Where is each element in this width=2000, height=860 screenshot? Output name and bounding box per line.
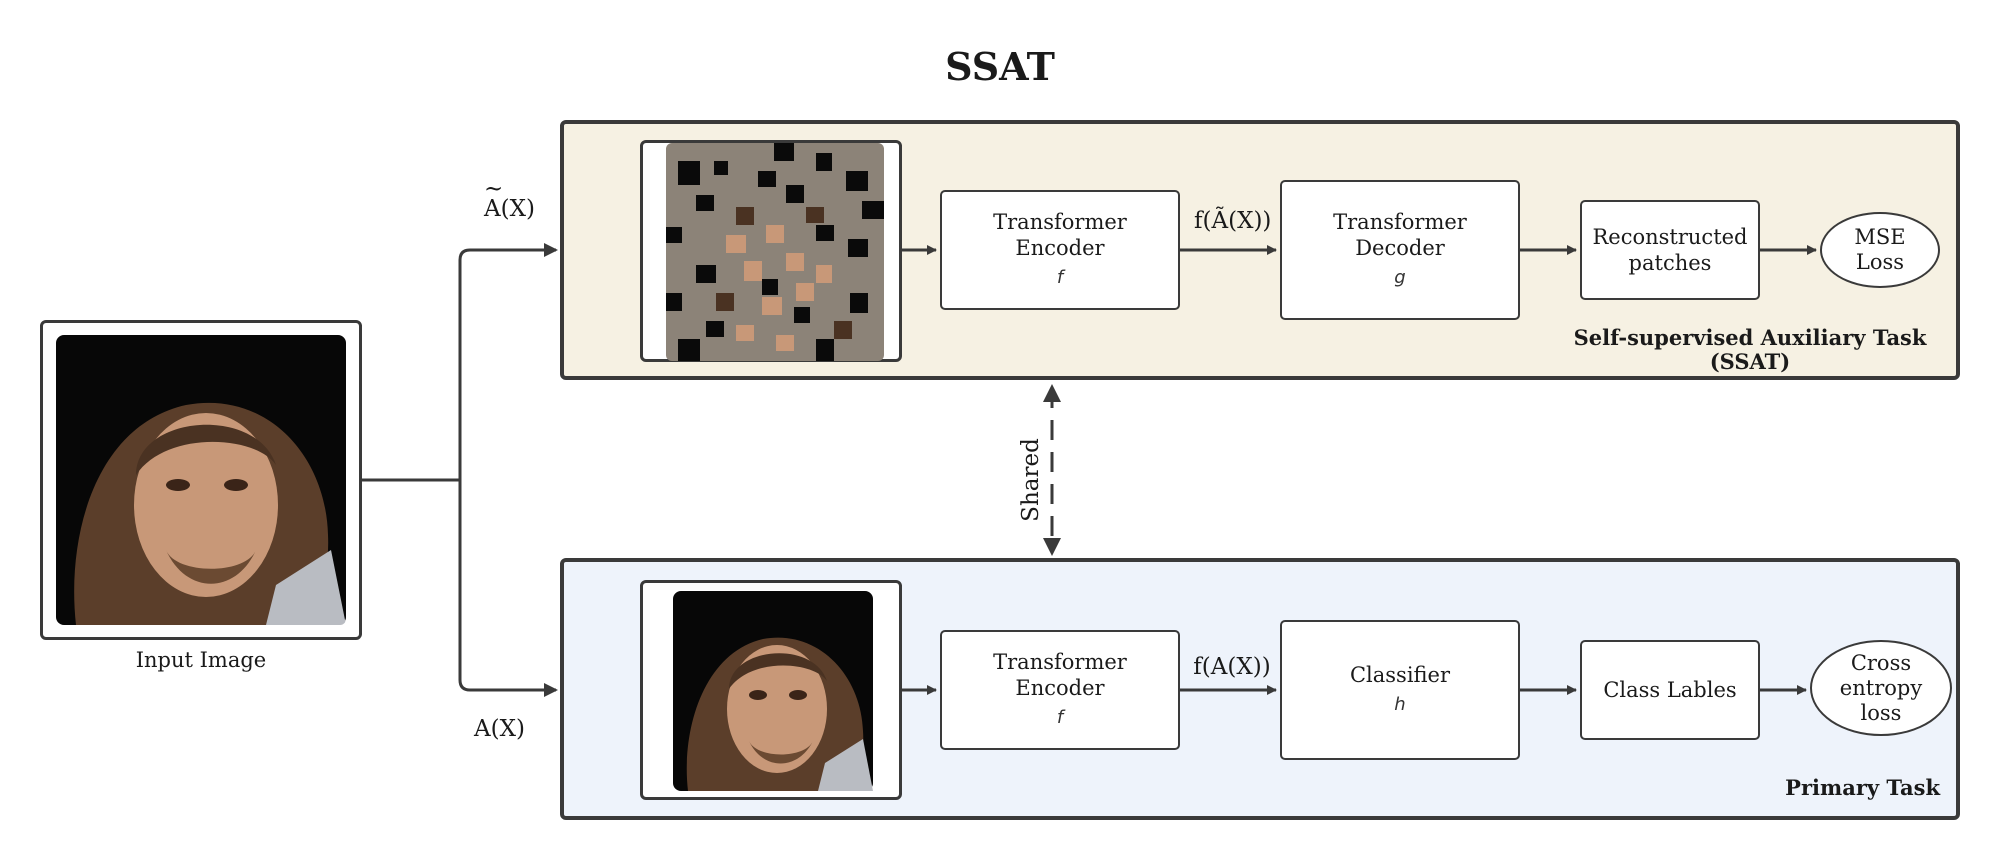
cross-entropy-loss-ellipse: Cross entropy loss	[1810, 640, 1952, 736]
augmented-image-frame	[640, 580, 902, 800]
mse-loss-label: MSE Loss	[1854, 225, 1906, 274]
clean-branch-label: A(X)	[474, 716, 525, 742]
masked-patches-image	[666, 143, 884, 361]
masked-image-frame	[640, 140, 902, 362]
ssat-encoder-label: Transformer Encoder	[993, 210, 1127, 260]
reconstructed-patches-box: Reconstructed patches	[1580, 200, 1760, 300]
diagram-title: SSAT	[945, 44, 1055, 89]
mse-loss-ellipse: MSE Loss	[1820, 212, 1940, 288]
masked-branch-label: A(X)	[484, 196, 535, 222]
classifier-box: Classifier h	[1280, 620, 1520, 760]
ssat-transformer-decoder-box: Transformer Decoder g	[1280, 180, 1520, 320]
classifier-symbol: h	[1394, 694, 1406, 715]
augmented-face-image	[673, 591, 873, 791]
classifier-label: Classifier	[1349, 663, 1451, 687]
input-face-image	[56, 335, 346, 625]
class-labels-label: Class Lables	[1603, 678, 1737, 702]
input-image-frame	[40, 320, 362, 640]
ssat-task-title: Self-supervised Auxiliary Task (SSAT)	[1573, 325, 1927, 374]
ssat-encoder-symbol: f	[1056, 267, 1064, 288]
primary-task-title: Primary Task	[1785, 775, 1940, 800]
ssat-encoder-output-label: f(Ã(X))	[1194, 208, 1272, 234]
primary-encoder-symbol: f	[1056, 707, 1064, 728]
ssat-decoder-symbol: g	[1394, 267, 1406, 288]
masked-branch-tilde: ~	[484, 176, 504, 202]
input-image-label: Input Image	[135, 648, 267, 672]
class-labels-box: Class Lables	[1580, 640, 1760, 740]
branch-to-ssat-arrow	[458, 243, 558, 480]
primary-encoder-label: Transformer Encoder	[993, 650, 1127, 700]
shared-arrow-down	[1043, 538, 1061, 556]
ssat-decoder-label: Transformer Decoder	[1333, 210, 1467, 260]
ssat-transformer-encoder-box: Transformer Encoder f	[940, 190, 1180, 310]
shared-arrow-up	[1043, 384, 1061, 402]
branch-to-primary-arrow	[458, 480, 558, 697]
primary-encoder-output-label: f(A(X))	[1193, 654, 1271, 680]
reconstructed-patches-label: Reconstructed patches	[1592, 225, 1748, 275]
primary-transformer-encoder-box: Transformer Encoder f	[940, 630, 1180, 750]
cross-entropy-loss-label: Cross entropy loss	[1839, 650, 1923, 725]
